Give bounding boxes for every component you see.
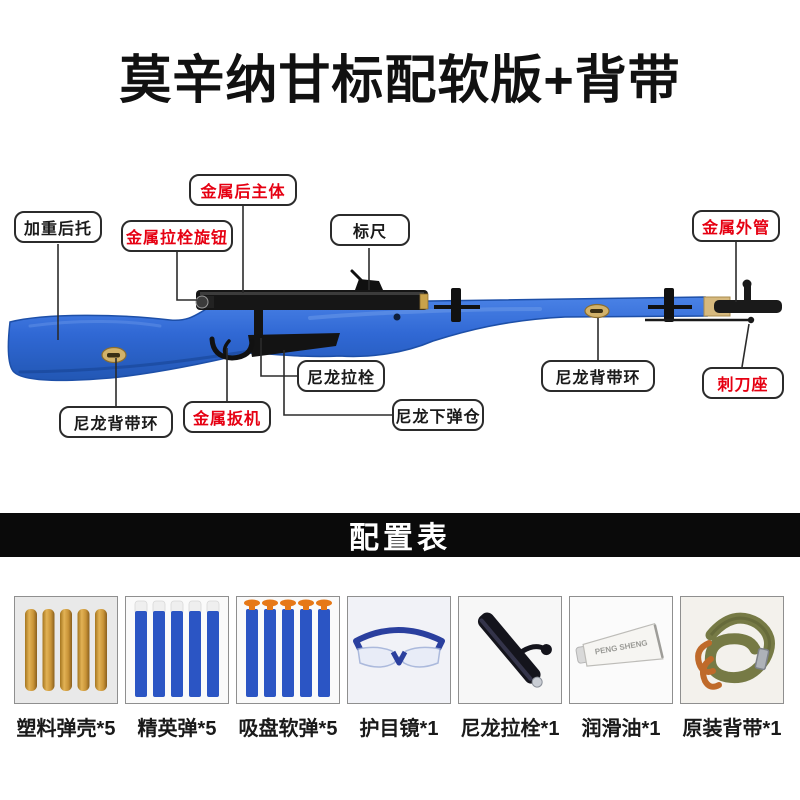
product-elite-darts: 精英弹*5 [125, 596, 229, 741]
barrel-band-rear [664, 288, 674, 322]
label-metal-trigger: 金属扳机 [183, 401, 271, 433]
suction-darts-image [236, 596, 340, 704]
label-nylon-sling-ring-left: 尼龙背带环 [59, 406, 173, 438]
plastic-shells-image [14, 596, 118, 704]
trigger-guard [209, 336, 255, 361]
label-weighted-buttstock: 加重后托 [14, 211, 102, 243]
label-rear-sight: 标尺 [330, 214, 410, 246]
config-table-banner: 配置表 [0, 513, 800, 557]
product-goggles: 护目镜*1 [347, 596, 451, 741]
page-title: 莫辛纳甘标配软版+背带 [119, 51, 681, 110]
product-label: 尼龙拉栓*1 [460, 718, 560, 740]
bolt-knob [195, 295, 209, 309]
label-metal-outer-tube: 金属外管 [692, 210, 780, 242]
sling-strap [695, 612, 775, 690]
product-label: 吸盘软弹*5 [238, 718, 338, 740]
sling-strap-image [680, 596, 784, 704]
product-suction-darts: 吸盘软弹*5 [236, 596, 340, 741]
bayonet-mount-tip [747, 316, 755, 324]
bolt-lever [254, 300, 263, 342]
shell-cartridges [25, 609, 107, 691]
suction-darts [244, 599, 332, 697]
elite-darts-image [125, 596, 229, 704]
product-lubricant: PENG SHENG 润滑油*1 [569, 596, 673, 741]
label-metal-rear-body: 金属后主体 [189, 174, 297, 206]
product-label: 护目镜*1 [359, 718, 439, 740]
lubricant-tube: PENG SHENG [575, 622, 664, 667]
barrel-band-front [451, 288, 461, 322]
product-label: 润滑油*1 [581, 718, 661, 740]
leader-lines [57, 205, 750, 416]
rifle-parts-diagram: 加重后托 金属后主体 金属拉栓旋钮 标尺 金属外管 尼龙拉栓 尼龙下弹仓 金属扳… [0, 150, 800, 495]
front-sight [744, 285, 751, 302]
rifle-illustration [7, 205, 782, 416]
product-plastic-shells: 塑料弹壳*5 [14, 596, 118, 741]
muzzle-tube [714, 300, 782, 313]
label-nylon-lower-magazine: 尼龙下弹仓 [392, 399, 484, 431]
magazine [248, 333, 340, 357]
product-nylon-bolt: 尼龙拉栓*1 [458, 596, 562, 741]
label-metal-bolt-knob: 金属拉栓旋钮 [121, 220, 233, 252]
trigger [222, 339, 231, 357]
label-nylon-sling-ring-right: 尼龙背带环 [541, 360, 655, 392]
product-sling-strap: 原装背带*1 [680, 596, 784, 741]
lubricant-image: PENG SHENG [569, 596, 673, 704]
bolt-part [477, 612, 552, 688]
goggles-image [347, 596, 451, 704]
label-nylon-bolt: 尼龙拉栓 [297, 360, 385, 392]
product-label: 原装背带*1 [682, 718, 782, 740]
elite-darts [134, 600, 220, 697]
nylon-bolt-image [458, 596, 562, 704]
goggles [353, 627, 445, 668]
product-label: 精英弹*5 [137, 718, 217, 740]
accessories-row: 塑料弹壳*5 [0, 596, 800, 741]
product-label: 塑料弹壳*5 [16, 718, 116, 740]
label-bayonet-mount: 刺刀座 [702, 367, 784, 399]
